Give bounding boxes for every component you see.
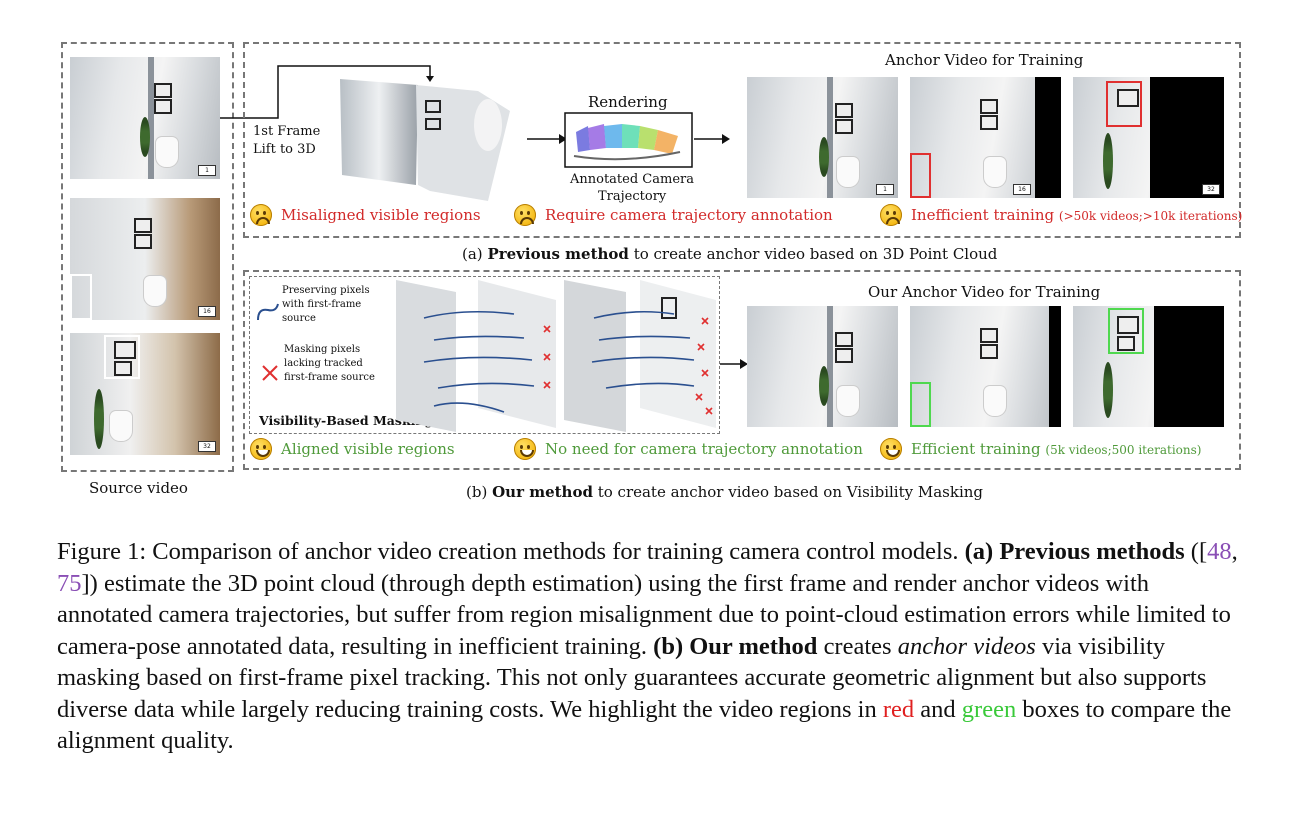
- benefit-efficient-note: (5k videos;500 iterations): [1045, 443, 1202, 457]
- red-highlight-box: [1106, 81, 1142, 127]
- point-cloud-image: [340, 79, 510, 201]
- tracking-curve-icon: [257, 303, 279, 321]
- issue-misaligned: Misaligned visible regions: [281, 206, 481, 224]
- panel-b-caption: (b) Our method to create anchor video ba…: [466, 483, 983, 501]
- frame-number-badge: 1: [198, 165, 216, 176]
- frame-number-badge: 32: [198, 441, 216, 452]
- panel-b: [243, 270, 1241, 470]
- source-video-label: Source video: [89, 479, 188, 497]
- frame-number-badge: 1: [876, 184, 894, 195]
- caption-comma: ,: [1231, 538, 1238, 565]
- panel-b-title: Our Anchor Video for Training: [868, 283, 1101, 301]
- smile-face-icon: [514, 438, 536, 460]
- panel-a-caption: (a) Previous method to create anchor vid…: [462, 245, 997, 263]
- rendering-label: Rendering: [588, 93, 668, 111]
- issue-annotation: Require camera trajectory annotation: [545, 206, 833, 224]
- red-highlight-box: [910, 153, 931, 198]
- benefit-aligned: Aligned visible regions: [281, 440, 455, 458]
- caption-bracket-close: ]): [81, 569, 98, 597]
- caption-a-marker: (a): [964, 538, 994, 565]
- figure-caption: Figure 1: Comparison of anchor video cre…: [57, 536, 1247, 757]
- panel-a: [243, 42, 1241, 238]
- caption-and: and: [920, 695, 956, 723]
- source-frame-1: 1: [70, 57, 220, 179]
- legend-preserve-line2: with first-frame: [282, 299, 362, 310]
- citation-48[interactable]: 48: [1207, 538, 1232, 565]
- issue-inefficient-text: Inefficient training: [911, 206, 1055, 224]
- sad-face-icon: [250, 204, 272, 226]
- white-highlight-box: [104, 335, 140, 379]
- source-video-panel: [61, 42, 234, 472]
- cross-mask-icon: [262, 365, 278, 381]
- caption-sentence-2: estimate the 3D point cloud (through dep…: [57, 569, 1231, 660]
- anchor-b-frame-16: [910, 306, 1061, 427]
- green-highlight-box: [1108, 308, 1144, 354]
- legend-preserve-line1: Preserving pixels: [282, 285, 370, 296]
- masking-arrow: [720, 359, 748, 369]
- legend-mask: Masking pixels lacking tracked first-fra…: [284, 343, 375, 385]
- anchor-b-frame-32: [1073, 306, 1224, 427]
- rendering-arrow-out: [694, 134, 730, 144]
- caption-previous-methods: Previous methods: [999, 538, 1185, 565]
- panel-a-caption-rest: to create anchor video based on 3D Point…: [633, 245, 998, 263]
- caption-creates: creates: [823, 632, 892, 660]
- lift-label-line1: 1st Frame: [253, 124, 321, 139]
- caption-green-word: green: [961, 695, 1017, 723]
- caption-red-word: red: [882, 695, 915, 723]
- sad-face-icon: [880, 204, 902, 226]
- source-frame-16: 16: [70, 198, 220, 320]
- legend-mask-line3: first-frame source: [284, 372, 375, 383]
- green-highlight-box: [910, 382, 931, 427]
- panel-b-caption-rest: to create anchor video based on Visibili…: [597, 483, 984, 501]
- annotated-camera-line1: Annotated Camera: [570, 172, 694, 187]
- legend-mask-line1: Masking pixels: [284, 344, 361, 355]
- issue-inefficient: Inefficient training (>50k videos;>10k i…: [911, 206, 1242, 224]
- lift-arrow: [220, 65, 434, 119]
- camera-trajectory-image: [564, 112, 693, 168]
- visibility-masking-box: [249, 276, 720, 434]
- benefit-efficient: Efficient training (5k videos;500 iterat…: [911, 440, 1201, 458]
- panel-b-caption-bold: Our method: [492, 483, 593, 501]
- panel-a-title: Anchor Video for Training: [885, 51, 1084, 69]
- caption-sentence-4: via visibility masking based on first-fr…: [57, 632, 1207, 723]
- smile-face-icon: [880, 438, 902, 460]
- benefit-efficient-text: Efficient training: [911, 440, 1041, 458]
- panel-a-caption-bold: Previous method: [487, 245, 629, 263]
- panel-b-caption-prefix: (b): [466, 483, 488, 501]
- caption-anchor-videos: anchor videos: [897, 632, 1036, 660]
- legend-mask-line2: lacking tracked: [284, 358, 363, 369]
- citation-75[interactable]: 75: [57, 569, 82, 597]
- figure-number: Figure 1:: [57, 538, 147, 565]
- caption-bracket-open: ([: [1190, 538, 1208, 565]
- frame-number-badge: 16: [198, 306, 216, 317]
- sad-face-icon: [514, 204, 536, 226]
- smile-face-icon: [250, 438, 272, 460]
- rendering-arrow-in: [527, 134, 567, 144]
- legend-preserve: Preserving pixels with first-frame sourc…: [282, 284, 370, 326]
- source-frame-32: 32: [70, 333, 220, 455]
- legend-preserve-line3: source: [282, 313, 316, 324]
- anchor-a-frame-1: 1: [747, 77, 898, 198]
- frame-number-badge: 16: [1013, 184, 1031, 195]
- visibility-masking-label: Visibility-Based Masking: [259, 413, 434, 428]
- issue-inefficient-note: (>50k videos;>10k iterations): [1058, 209, 1243, 223]
- caption-sentence-5: boxes to compare the alignment quality.: [57, 695, 1232, 755]
- white-highlight-box: [70, 274, 92, 320]
- annotated-camera-line2: Trajectory: [598, 189, 667, 204]
- anchor-b-frame-1: [747, 306, 898, 427]
- caption-our-method: (b) Our method: [653, 632, 818, 660]
- anchor-a-frame-16: 16: [910, 77, 1061, 198]
- panel-a-caption-prefix: (a): [462, 245, 483, 263]
- anchor-a-frame-32: 32: [1073, 77, 1224, 198]
- frame-number-badge: 32: [1202, 184, 1220, 195]
- lift-label-line2: Lift to 3D: [253, 142, 316, 157]
- masking-illustration: [396, 280, 716, 432]
- benefit-no-annotation: No need for camera trajectory annotation: [545, 440, 863, 458]
- caption-sentence-1: Comparison of anchor video creation meth…: [152, 538, 959, 565]
